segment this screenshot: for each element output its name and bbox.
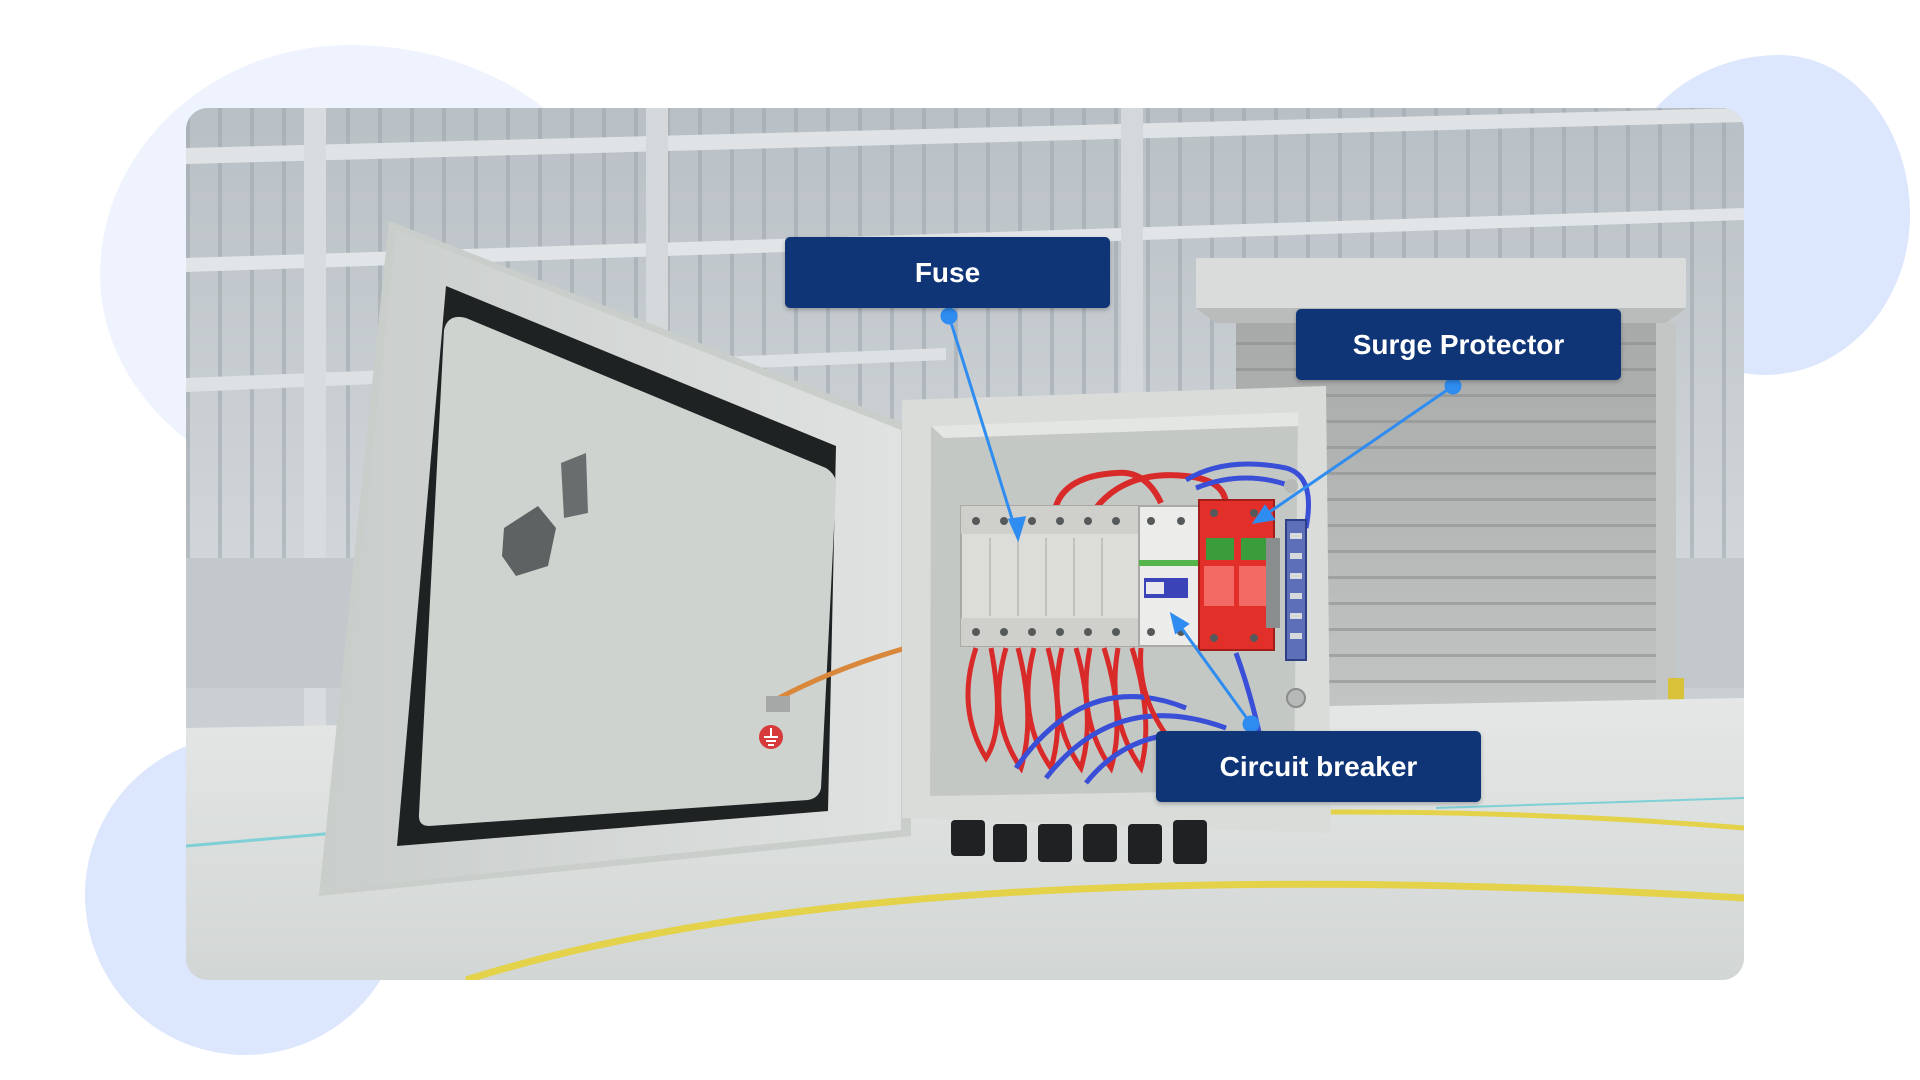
fuse-label: Fuse <box>785 237 1110 308</box>
surge-protector-label: Surge Protector <box>1296 309 1621 380</box>
circuit-breaker-label: Circuit breaker <box>1156 731 1481 802</box>
ground-symbol-icon <box>759 725 783 749</box>
